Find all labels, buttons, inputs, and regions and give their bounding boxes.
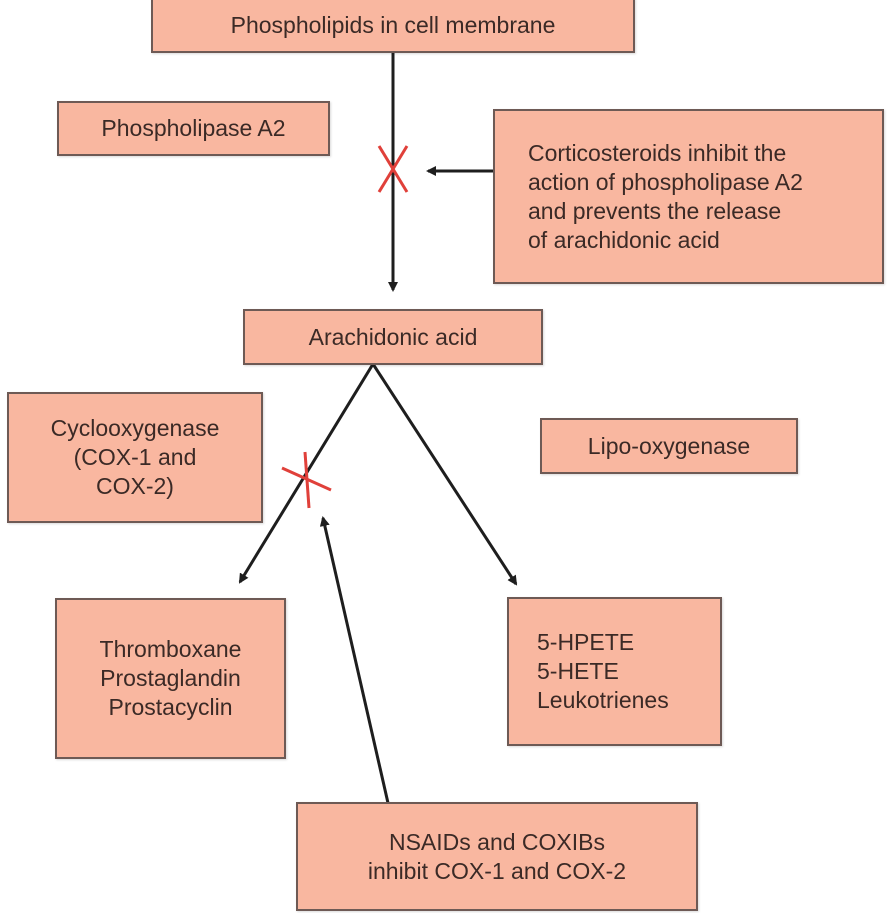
node-phospholipids-label: Phospholipids in cell membrane [230, 12, 556, 38]
nsaids-line: NSAIDs and COXIBs [388, 828, 606, 855]
arrow-nsaids-inhibit [319, 516, 390, 804]
corticosteroids-line: action of phospholipase A2 [528, 168, 803, 195]
node-cyclooxygenase: Cyclooxygenase (COX-1 and COX-2) [7, 392, 263, 523]
corticosteroids-line: and prevents the release [528, 197, 782, 224]
cox-product-line: Prostaglandin [100, 665, 241, 691]
cyclooxygenase-line: (COX-1 and [73, 444, 197, 470]
node-nsaids: NSAIDs and COXIBs inhibit COX-1 and COX-… [296, 802, 698, 911]
node-corticosteroids: Corticosteroids inhibit the action of ph… [493, 109, 884, 284]
cox-product-line: Thromboxane [99, 636, 242, 662]
arrow-arachidonic-to-lox-products [371, 363, 518, 586]
node-arachidonic-label: Arachidonic acid [308, 323, 478, 350]
node-lipoxygenase: Lipo-oxygenase [540, 418, 798, 474]
lox-product-line: 5-HETE [537, 658, 619, 684]
node-lipoxygenase-label: Lipo-oxygenase [587, 432, 751, 459]
node-phospholipids: Phospholipids in cell membrane [151, 0, 635, 53]
node-lox-products: 5-HPETE 5-HETE Leukotrienes [507, 597, 722, 746]
cyclooxygenase-line: Cyclooxygenase [50, 415, 220, 441]
node-arachidonic-acid: Arachidonic acid [243, 309, 543, 365]
block-mark-phospholipase [377, 145, 409, 193]
block-mark-cyclooxygenase [281, 451, 332, 509]
node-phospholipase-a2: Phospholipase A2 [57, 101, 330, 156]
nsaids-line: inhibit COX-1 and COX-2 [367, 857, 627, 884]
corticosteroids-line: of arachidonic acid [528, 226, 720, 253]
lox-product-line: 5-HPETE [537, 629, 635, 655]
corticosteroids-line: Corticosteroids inhibit the [528, 139, 787, 166]
node-phospholipase-label: Phospholipase A2 [101, 115, 286, 141]
cyclooxygenase-line: COX-2) [96, 473, 174, 499]
cox-product-line: Prostacyclin [108, 694, 233, 720]
node-cox-products: Thromboxane Prostaglandin Prostacyclin [55, 598, 286, 759]
lox-product-line: Leukotrienes [537, 687, 669, 713]
